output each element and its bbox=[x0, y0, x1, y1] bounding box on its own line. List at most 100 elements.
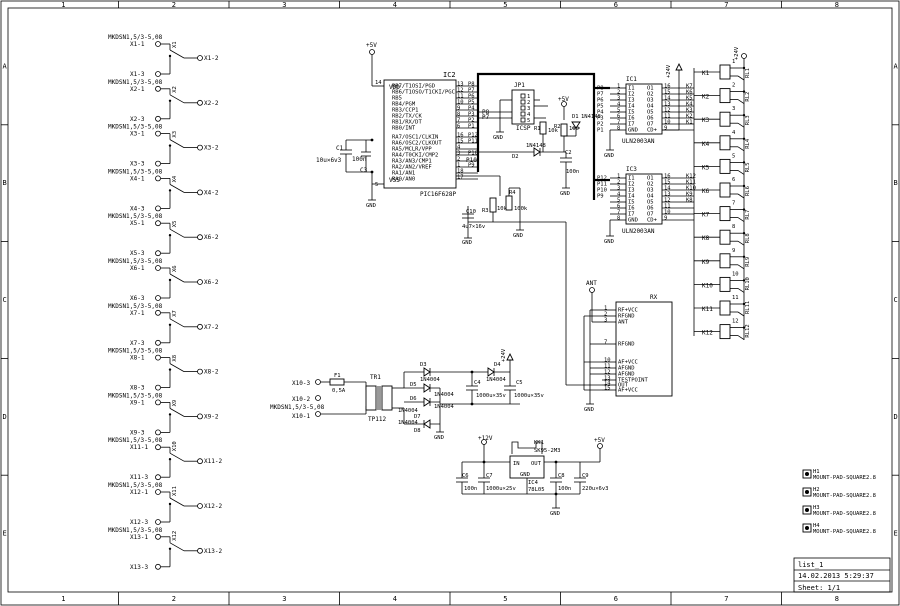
switch-pin3-label: X2-3 bbox=[130, 116, 145, 123]
uln-right-pin-name: O1 bbox=[647, 86, 654, 92]
switch-pin3-label: X13-3 bbox=[130, 564, 148, 571]
col-label-bottom: 2 bbox=[172, 595, 176, 603]
mcu-supply: +5V C1 10u×6v3 100n C3 GND bbox=[316, 42, 377, 209]
uln-left-pin-name: I5 bbox=[628, 110, 635, 116]
p12v-label: +12V bbox=[478, 435, 493, 442]
relay-coil bbox=[719, 276, 731, 292]
uln-left-pin-number: 3 bbox=[617, 96, 620, 102]
gnd-ic1: GND bbox=[604, 153, 614, 159]
relay-ref: K6 bbox=[702, 188, 710, 195]
switch-pin1-label: X1-1 bbox=[130, 41, 145, 48]
reg-gnd-label: GND bbox=[520, 472, 530, 478]
switch-connector-label: MKDSN1,5/3-5,08 bbox=[108, 213, 163, 220]
rx-pin-name: ANT bbox=[618, 320, 629, 326]
rx-pin-number: 2 bbox=[604, 312, 607, 318]
uln-right-net: K11 bbox=[686, 180, 696, 186]
ic2-pin-number: 18 bbox=[457, 169, 464, 175]
sheet-date: 14.02.2013 5:29:37 bbox=[798, 572, 874, 580]
uln-left-pin-number: 6 bbox=[617, 204, 620, 210]
p5v-top-label: +5V bbox=[366, 42, 377, 49]
switch-connector-label: MKDSN1,5/3-5,08 bbox=[108, 482, 163, 489]
uln-left-net: P5 bbox=[597, 104, 604, 110]
relay-number: 7 bbox=[732, 201, 735, 207]
switch-pin3-terminal bbox=[155, 160, 161, 167]
switch-pin1-terminal bbox=[155, 41, 161, 47]
reg-out-label: OUT bbox=[531, 461, 542, 467]
signal-bus: P8 P7 P10 bbox=[466, 72, 610, 200]
tr1-value: TP112 bbox=[368, 416, 386, 423]
relay-ref: K10 bbox=[702, 282, 713, 289]
relay-number: 6 bbox=[732, 177, 735, 183]
c5-value: 1000u×35v bbox=[514, 393, 544, 399]
x10-2-terminal bbox=[315, 395, 321, 401]
x10-3-label: X10-3 bbox=[292, 380, 310, 387]
row-label-left: B bbox=[3, 179, 7, 187]
rx-pin-number: 11 bbox=[604, 364, 611, 370]
d8-value: 1N4004 bbox=[398, 420, 419, 426]
switch-ref: X4 bbox=[172, 175, 178, 182]
col-label-top: 1 bbox=[61, 1, 65, 9]
uln-right-pin-number: 12 bbox=[664, 198, 671, 204]
rx-pin-number: 1 bbox=[604, 306, 607, 312]
uln-left-pin-number: 6 bbox=[617, 114, 620, 120]
switch-pin2-label: X2-2 bbox=[204, 100, 219, 107]
r2-ref: R2 bbox=[554, 124, 561, 130]
uln-left-pin-number: 8 bbox=[617, 216, 620, 222]
relay-coil bbox=[719, 206, 731, 222]
switch-ref: X10 bbox=[172, 441, 178, 451]
switch-pin1-label: X4-1 bbox=[130, 175, 145, 182]
kk1-ref: KK1 bbox=[534, 440, 544, 446]
col-label-bottom: 1 bbox=[61, 595, 65, 603]
switch-pin2-terminal bbox=[197, 99, 203, 106]
relay-coil bbox=[719, 300, 731, 316]
switch-pin2-terminal bbox=[197, 323, 203, 330]
uln-right-net: K2 bbox=[686, 114, 693, 120]
d5-ref: D5 bbox=[410, 382, 417, 388]
kk1-value: SK95-2M3 bbox=[534, 448, 561, 454]
relay-coil bbox=[719, 158, 731, 174]
rx-pin-name: AFGND bbox=[618, 366, 635, 372]
icsp-pin-number: 2 bbox=[527, 100, 530, 106]
uln-right-pin-name: O4 bbox=[647, 104, 654, 110]
switch-pin2-label: X3-2 bbox=[204, 145, 219, 152]
col-label-top: 4 bbox=[393, 1, 397, 9]
col-label-top: 2 bbox=[172, 1, 176, 9]
relay-name: RL7 bbox=[745, 210, 751, 220]
relay-name: RL9 bbox=[745, 257, 751, 267]
icsp-support: +5V R1 10k R2 100 D1 1N4148 D2 1N4148 C2… bbox=[456, 96, 601, 197]
ic2-pin-name: RB7/T1OSI/PGD bbox=[392, 84, 435, 90]
ic2-pin-number: 4 bbox=[457, 145, 461, 151]
mount-pad-ref: H2 bbox=[813, 487, 820, 493]
relay-ref: K12 bbox=[702, 330, 713, 337]
ic2-pin-name: RA0/AN0 bbox=[392, 177, 415, 183]
relay-ref: K7 bbox=[702, 212, 710, 219]
switch-pin3-label: X1-3 bbox=[130, 71, 145, 78]
rx-pin-name: RFGND bbox=[618, 342, 635, 348]
relay-name: RL2 bbox=[745, 92, 751, 102]
switch-pin2-terminal bbox=[197, 547, 203, 554]
uln-right-pin-name: CD+ bbox=[647, 218, 658, 224]
icsp-pin-number: 5 bbox=[527, 118, 530, 124]
c10-ref: C10 bbox=[466, 209, 476, 215]
uln-left-net: P2 bbox=[597, 122, 604, 128]
uln-right-net: K7 bbox=[686, 84, 693, 90]
switch-ref: X11 bbox=[172, 486, 178, 496]
uln-left-pin-number: 2 bbox=[617, 90, 620, 96]
uln-right-net: K1 bbox=[686, 120, 693, 126]
tr1-ref: TR1 bbox=[370, 374, 381, 381]
ic2-pin-number: 9 bbox=[457, 106, 460, 112]
relay-number: 4 bbox=[732, 130, 736, 136]
ic2-pin-net: P11 bbox=[468, 139, 478, 145]
x10-3-terminal bbox=[315, 379, 321, 385]
r4-value: 100k bbox=[514, 206, 528, 212]
ic1-ref: IC1 bbox=[626, 76, 637, 83]
d1-value: 1N4148 bbox=[581, 114, 601, 120]
d4-value: 1N4004 bbox=[486, 377, 507, 383]
r3-value: 10k bbox=[497, 206, 508, 212]
ic2-pin-net: P1 bbox=[468, 124, 475, 130]
relay-number: 5 bbox=[732, 153, 735, 159]
